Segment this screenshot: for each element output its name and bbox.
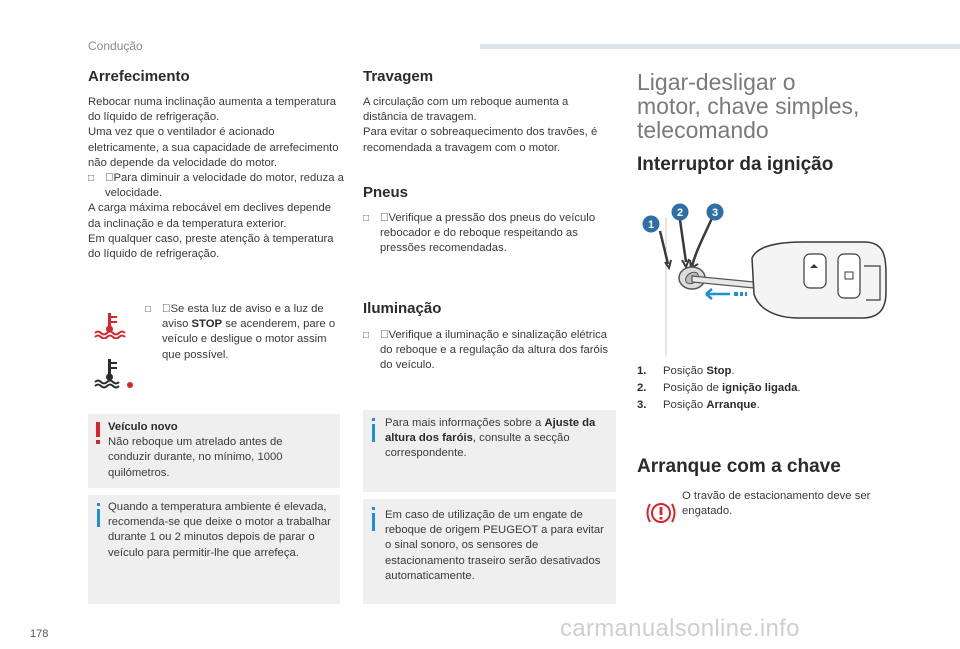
stop-warning-bullet: □ Se esta luz de aviso e a luz de aviso S… [145,302,343,363]
tyres-bullet: □ Verifique a pressão dos pneus do veícul… [363,211,615,257]
coolant-level-warning-icon [94,359,133,389]
section-label: Condução [88,39,143,53]
headlamp-info-pre: Para mais informações sobre a [385,417,545,429]
towbar-info-text: Em caso de utilização de um engate de re… [385,509,604,582]
position-1-number: 1. [637,365,647,377]
temperature-info-text: Quando a temperatura ambiente é elevada,… [108,501,331,559]
stop-bullet-bold: STOP [191,318,223,331]
parking-brake-note: O travão de estacionamento deve ser enga… [682,490,871,518]
position-2-pre: Posição de [663,382,723,395]
position-item-3: 3. Posição Arranque. [637,398,877,413]
bullet-marker-icon: □ [145,304,152,315]
braking-p2: Para evitar o sobreaquecimento dos travõ… [363,126,598,154]
position-item-2: 2. Posição de ignição ligada. [637,381,877,396]
position-2-number: 2. [637,382,647,395]
position-badge-3: 3 [712,207,718,219]
braking-p1: A circulação com um reboque aumenta a di… [363,96,569,124]
headlamp-info-link: Ajuste da altura dos faróis [385,417,596,445]
cooling-p3: A carga máxima rebocável em declives dep… [88,202,332,230]
new-vehicle-body: Não reboque um atrelado antes de conduzi… [108,436,283,479]
position-3-number: 3. [637,399,647,412]
header-bar [480,44,960,49]
key-start-heading: Arranque com a chave [637,456,841,477]
lighting-heading: Iluminação [363,300,442,317]
braking-heading: Travagem [363,68,434,85]
ignition-switch-heading: Interruptor da ignição [637,154,834,175]
position-2-label: ignição ligada [722,382,798,395]
towbar-info-box: Em caso de utilização de um engate de re… [363,499,616,604]
info-icon-dot [372,507,375,510]
new-vehicle-title: Veículo novo [108,421,178,433]
position-badge-2: 2 [677,207,683,219]
temperature-info-box: Quando a temperatura ambiente é elevada,… [88,495,340,604]
info-icon [372,424,375,442]
tyres-heading: Pneus [363,184,409,201]
info-icon-dot [97,503,100,506]
ignition-positions-list: 1. Posição Stop. 2. Posição de ignição lig… [637,364,877,414]
position-item-1: 1. Posição Stop. [637,364,877,379]
chapter-title-line2: motor, chave simples, [637,93,860,119]
cooling-p2: Uma vez que o ventilador é acionado elet… [88,126,339,169]
cooling-p4: Em qualquer caso, preste atenção à tempe… [88,232,334,261]
lighting-bullet: □ Verifique a iluminação e sinalização el… [363,328,617,374]
ignition-key-illustration: 1 2 3 [642,203,887,356]
cooling-p1: Rebocar numa inclinação aumenta a temper… [88,96,337,124]
parking-brake-warning-icon [646,503,676,523]
new-vehicle-warning-text: Veículo novo Não reboque um atrelado ant… [108,420,298,481]
cooling-bullet1: □ Para diminuir a velocidade do motor, re… [88,171,344,201]
lighting-text: □ Verifique a iluminação e sinalização el… [363,328,617,374]
tyres-text: □ Verifique a pressão dos pneus do veícul… [363,211,615,257]
info-icon-dot [372,418,375,421]
position-3-label: Arranque [706,399,757,412]
cooling-bullet1-text: Para diminuir a velocidade do motor, red… [105,172,344,200]
headlamp-info-text: Para mais informações sobre a Ajuste da … [385,416,605,462]
stop-bullet-pre: Se esta luz de aviso e a luz de aviso [162,303,324,331]
chapter-title-line3: telecomando [637,117,769,143]
position-badge-1: 1 [648,219,654,231]
position-1-dot: . [731,365,735,377]
new-vehicle-warning-box: Veículo novo Não reboque um atrelado ant… [88,414,340,488]
warning-exclamation-dot [96,440,100,444]
position-3-dot: . [756,399,760,412]
bullet-marker-icon: □ [363,330,370,341]
position-1-pre: Posição [663,365,707,377]
bullet-marker-icon: □ [363,213,370,224]
lighting-bullet-text: Verifique a iluminação e sinalização elé… [380,329,608,372]
cooling-text: Rebocar numa inclinação aumenta a temper… [88,95,344,262]
position-3-pre: Posição [663,399,707,412]
stop-bullet: □ Se esta luz de aviso e a luz de aviso S… [145,302,343,363]
headlamp-info-post: , consulte a secção correspondente. [385,432,570,460]
page-number: 178 [30,628,49,640]
chapter-title-line1: Ligar-desligar o [637,69,796,95]
braking-text: A circulação com um reboque aumenta a di… [363,95,615,156]
position-2-dot: . [797,382,801,395]
coolant-temperature-warning-icon [94,313,126,339]
tyres-bullet-text: Verifique a pressão dos pneus do veículo… [380,212,596,255]
warning-exclamation-icon [96,422,100,437]
position-1-label: Stop [706,365,732,377]
info-icon [97,509,100,527]
chapter-title: Ligar-desligar o motor, chave simples, t… [637,70,859,142]
cooling-heading: Arrefecimento [88,68,190,85]
stop-bullet-post: se acenderem, pare o veículo e desligue … [162,318,336,361]
info-icon [372,513,375,531]
bullet-marker-icon: □ [88,173,95,185]
watermark: carmanualsonline.info [560,615,800,642]
headlamp-info-box: Para mais informações sobre a Ajuste da … [363,410,616,492]
